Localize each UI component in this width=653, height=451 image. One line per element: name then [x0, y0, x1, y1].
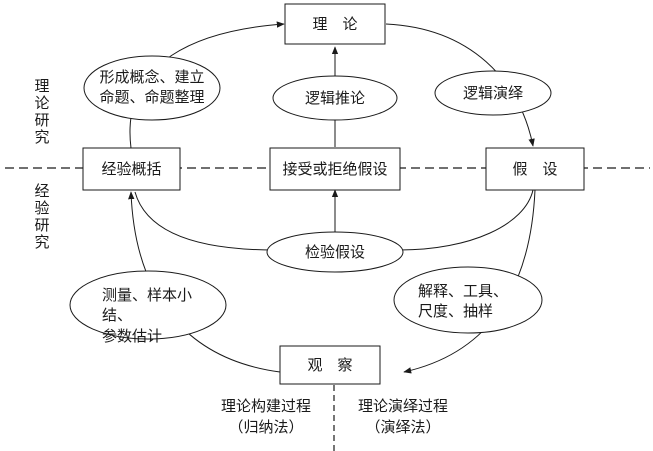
node-accept-reject-hypothesis: 接受或拒绝假设	[282, 160, 388, 178]
ellipse-logical-inference	[272, 75, 398, 121]
ellipse-test-hypothesis-label: 检验假设	[304, 243, 365, 261]
ellipse-measurement	[69, 270, 227, 340]
process-deduction: 理论演绎过程 （演绎法）	[357, 397, 448, 436]
node-theory-box	[284, 3, 386, 45]
ellipse-interpretation	[393, 266, 543, 334]
ellipse-concept-formation-label: 形成概念、建立 命题、命题整理	[99, 68, 205, 107]
node-observation-box	[279, 345, 381, 385]
node-hypothesis-box	[485, 147, 585, 191]
label-theory-research: 理论研究	[34, 77, 50, 146]
node-theory: 理 论	[312, 15, 358, 33]
ellipse-logical-deduction	[434, 70, 552, 116]
ellipse-logical-deduction-label: 逻辑演绎	[462, 84, 523, 102]
process-induction: 理论构建过程 （归纳法）	[220, 397, 311, 436]
label-empirical-research: 经验研究	[34, 182, 50, 251]
node-accept-box	[269, 147, 401, 191]
ellipse-logical-inference-label: 逻辑推论	[304, 89, 365, 107]
node-generalization-box	[82, 147, 181, 191]
ellipse-test-hypothesis	[266, 231, 404, 273]
node-empirical-generalization: 经验概括	[101, 160, 162, 178]
ellipse-interpretation-label: 解释、工具、 尺度、抽样	[418, 282, 509, 321]
ellipse-measurement-label: 测量、样本小结、 参数估计	[102, 286, 193, 345]
ellipse-concept-formation	[83, 55, 221, 121]
arrow-theory-to-hypothesis	[385, 23, 535, 147]
node-hypothesis: 假 设	[512, 160, 558, 178]
node-observation: 观 察	[307, 356, 353, 374]
